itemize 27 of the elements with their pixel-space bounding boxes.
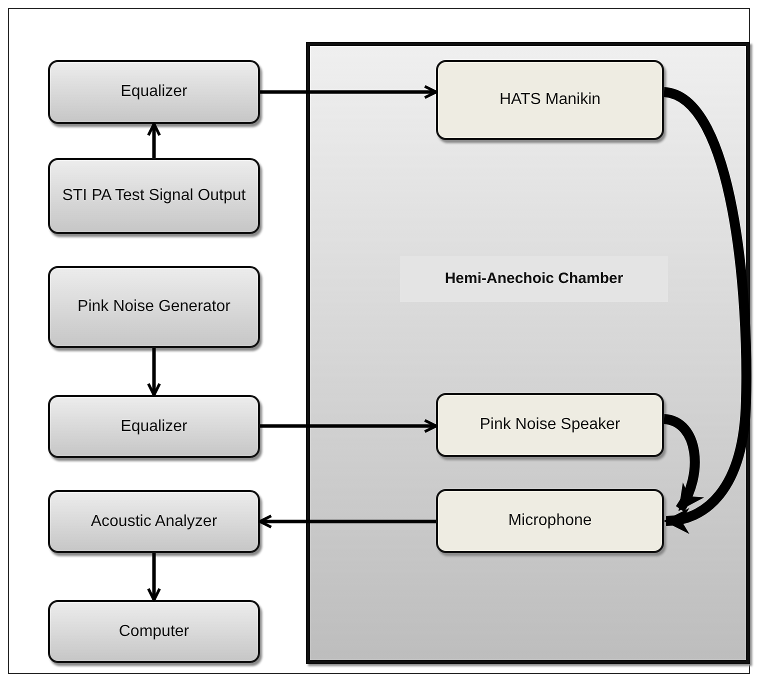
process-box bbox=[48, 158, 260, 234]
arrow bbox=[147, 553, 161, 602]
arrow bbox=[258, 514, 436, 528]
process-box bbox=[48, 60, 260, 124]
process-box bbox=[436, 489, 664, 553]
box-label: Pink Noise Generator bbox=[76, 297, 232, 317]
box-label: Acoustic Analyzer bbox=[90, 512, 218, 532]
box-label: Equalizer bbox=[120, 416, 188, 436]
process-box bbox=[48, 266, 260, 348]
process-box bbox=[436, 60, 664, 140]
arrow bbox=[147, 122, 161, 158]
chamber-label: Hemi-Anechoic Chamber bbox=[400, 256, 668, 302]
box-label: Microphone bbox=[507, 511, 593, 531]
box-label: Computer bbox=[118, 622, 190, 642]
process-box bbox=[48, 600, 260, 663]
box-label: HATS Manikin bbox=[498, 90, 602, 110]
box-label: Equalizer bbox=[120, 82, 188, 102]
arrow bbox=[260, 419, 438, 433]
arrow bbox=[147, 348, 161, 396]
process-box bbox=[48, 395, 260, 458]
process-box bbox=[48, 490, 260, 553]
chamber-box bbox=[306, 42, 750, 664]
arrow bbox=[260, 85, 438, 99]
box-label: STI PA Test Signal Output bbox=[61, 186, 247, 206]
curved-arrow bbox=[662, 87, 752, 532]
process-box bbox=[436, 393, 664, 457]
box-label: Pink Noise Speaker bbox=[478, 415, 622, 435]
